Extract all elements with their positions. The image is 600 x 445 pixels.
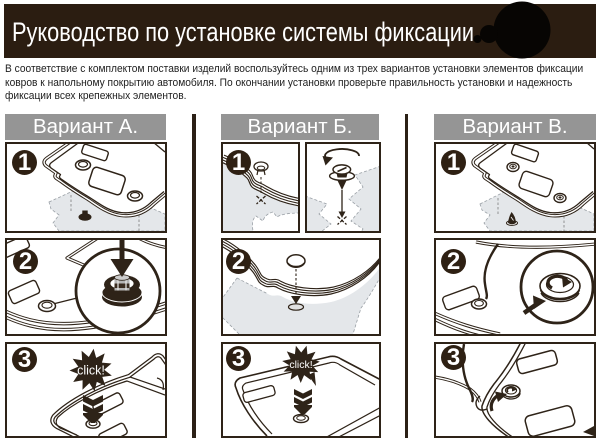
svg-text:click!: click! xyxy=(289,359,312,371)
svg-text:click!: click! xyxy=(77,364,105,378)
